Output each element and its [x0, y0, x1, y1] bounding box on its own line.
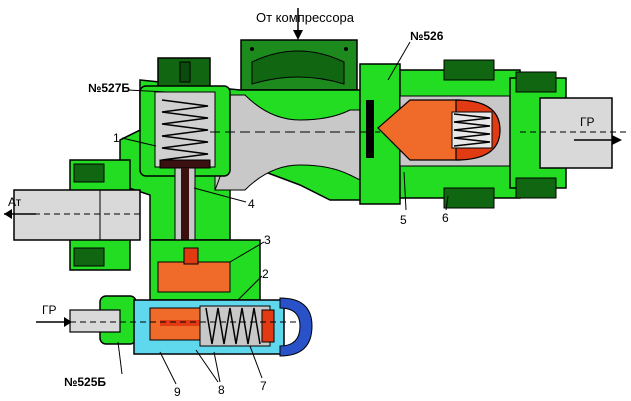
stem-channel — [149, 167, 261, 301]
right-outlet — [509, 71, 630, 199]
label-from-compressor: От компрессора — [256, 10, 355, 25]
callout-6: 6 — [442, 211, 449, 225]
arrow-gr-left — [36, 317, 72, 327]
valve-527b-body — [139, 57, 231, 177]
callout-4: 4 — [248, 197, 255, 211]
spring-526 — [453, 113, 491, 147]
valve-526 — [359, 59, 521, 209]
callout-1: 1 — [113, 131, 120, 145]
spring-527b — [161, 99, 209, 161]
left-outlet — [13, 159, 141, 271]
callout-2: 2 — [262, 267, 269, 281]
callout-8: 8 — [218, 383, 225, 397]
leader-lines — [117, 41, 449, 385]
label-at: Ат — [8, 195, 22, 209]
label-gr-left: ГР — [42, 303, 57, 317]
callout-7: 7 — [260, 379, 267, 393]
callout-5: 5 — [400, 213, 407, 227]
label-valve-527b: №527Б — [88, 81, 130, 95]
label-gr-right: ГР — [580, 115, 595, 129]
arrow-gr-right — [574, 135, 622, 145]
valve-525b — [60, 295, 313, 357]
callout-9: 9 — [174, 385, 181, 399]
callout-3: 3 — [264, 233, 271, 247]
inlet-flange — [240, 39, 358, 91]
label-valve-526: №526 — [410, 29, 444, 43]
label-valve-525b: №525Б — [64, 375, 106, 389]
spring-525b — [205, 307, 261, 345]
arrow-at-left — [4, 209, 36, 219]
inlet-arrow — [293, 8, 303, 40]
